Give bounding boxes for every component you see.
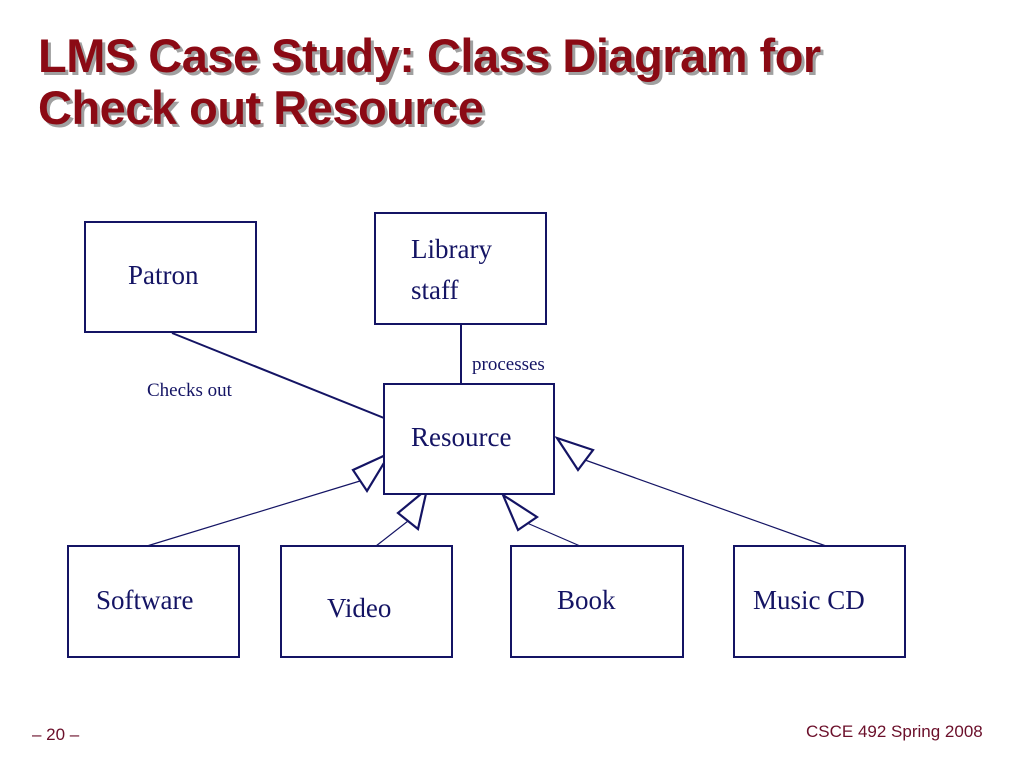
class-music-cd: Music CD xyxy=(733,545,906,658)
class-software-box xyxy=(67,545,240,658)
class-patron-box xyxy=(84,221,257,333)
class-video-box xyxy=(280,545,453,658)
slide-title-line-2: Check out Resource xyxy=(38,81,484,134)
class-music-cd-box xyxy=(733,545,906,658)
slide-title: LMS Case Study: Class Diagram for Check … xyxy=(38,30,821,134)
class-music-cd-label: Music CD xyxy=(753,585,865,615)
page-number: – 20 – xyxy=(32,725,80,744)
generalization-video-arrowhead-icon xyxy=(396,486,429,531)
class-software-label: Software xyxy=(96,585,193,615)
class-library-staff: Library staff xyxy=(374,212,547,325)
class-resource-label: Resource xyxy=(411,422,511,452)
class-software: Software xyxy=(67,545,240,658)
class-patron-label: Patron xyxy=(128,260,199,290)
generalization-music-cd-line xyxy=(584,459,827,547)
class-book: Book xyxy=(510,545,684,658)
class-video: Video xyxy=(280,545,453,658)
generalization-music-cd-arrowhead-icon xyxy=(554,435,595,472)
association-checks-out-line xyxy=(171,332,385,419)
association-checks-out-label: Checks out xyxy=(147,380,233,401)
class-book-box xyxy=(510,545,684,658)
class-patron: Patron xyxy=(84,221,257,333)
class-resource: Resource xyxy=(383,383,555,495)
generalization-software-arrowhead-icon xyxy=(351,450,393,494)
class-library-staff-box xyxy=(374,212,547,325)
association-processes-label: processes xyxy=(472,354,545,375)
generalization-book-arrowhead-icon xyxy=(500,492,539,532)
class-resource-box xyxy=(383,383,555,495)
class-library-staff-label-line-2: staff xyxy=(411,275,459,305)
generalization-software-line xyxy=(146,480,361,547)
course-label: CSCE 492 Spring 2008 xyxy=(806,722,983,741)
generalization-video-line xyxy=(375,520,409,547)
class-video-label: Video xyxy=(327,593,391,623)
class-library-staff-label-line-1: Library xyxy=(411,234,492,264)
slide-title-line-1: LMS Case Study: Class Diagram for xyxy=(38,29,821,82)
generalization-book-line xyxy=(526,522,588,550)
class-book-label: Book xyxy=(557,585,616,615)
